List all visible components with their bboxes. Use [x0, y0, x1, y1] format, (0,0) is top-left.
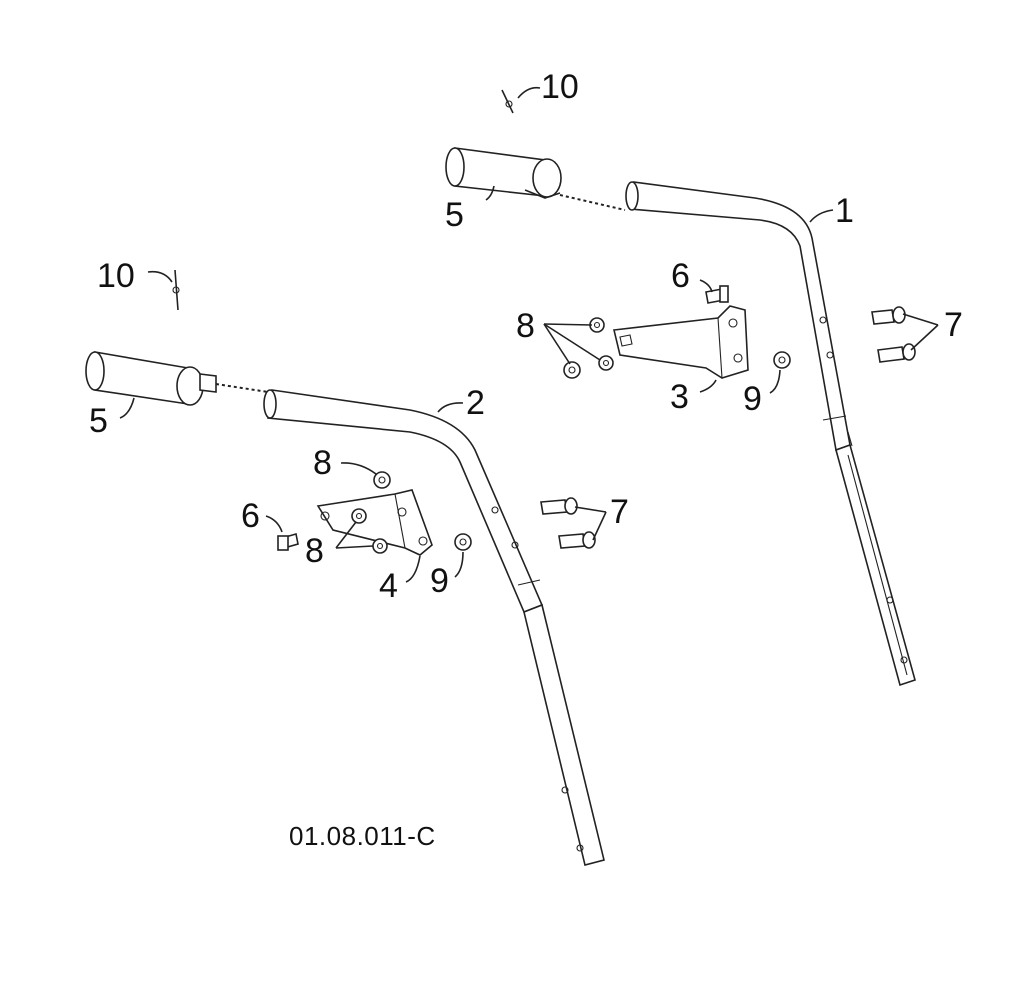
callout-4: 4 [379, 567, 398, 605]
callout-6-left: 6 [241, 497, 260, 535]
callout-6-right: 6 [671, 257, 690, 295]
callout-7-left: 7 [610, 493, 629, 531]
bracket-3 [613, 305, 749, 379]
callout-5-left: 5 [89, 402, 108, 440]
nuts-8-right [563, 317, 614, 379]
callout-5-right: 5 [445, 196, 464, 234]
leader-lines [119, 86, 939, 583]
bolt-6-right [705, 285, 729, 304]
washer-9-right [773, 351, 791, 369]
handle-upper-left [263, 389, 605, 866]
callout-8-left-bottom: 8 [305, 532, 324, 570]
nuts-8-left [351, 471, 391, 554]
callout-8-left-top: 8 [313, 444, 332, 482]
handle-upper-right [625, 181, 916, 687]
bolts-7-left [540, 497, 596, 549]
pin-right [501, 89, 514, 114]
grip-right [445, 147, 626, 211]
callout-7-right: 7 [944, 306, 963, 344]
callout-10-right: 10 [541, 68, 579, 106]
callout-2: 2 [466, 384, 485, 422]
callout-3: 3 [670, 378, 689, 416]
washer-9-left [454, 533, 472, 551]
callout-9-right: 9 [743, 380, 762, 418]
callout-9-left: 9 [430, 562, 449, 600]
bracket-4 [316, 489, 433, 556]
grip-left [85, 351, 269, 406]
callout-1: 1 [835, 192, 854, 230]
callout-8-right: 8 [516, 307, 535, 345]
drawing-code: 01.08.011-C [289, 821, 436, 851]
bolt-6-left [277, 532, 299, 551]
pin-left [172, 269, 180, 311]
bolts-7-right [871, 306, 916, 363]
callout-10-left: 10 [97, 257, 135, 295]
